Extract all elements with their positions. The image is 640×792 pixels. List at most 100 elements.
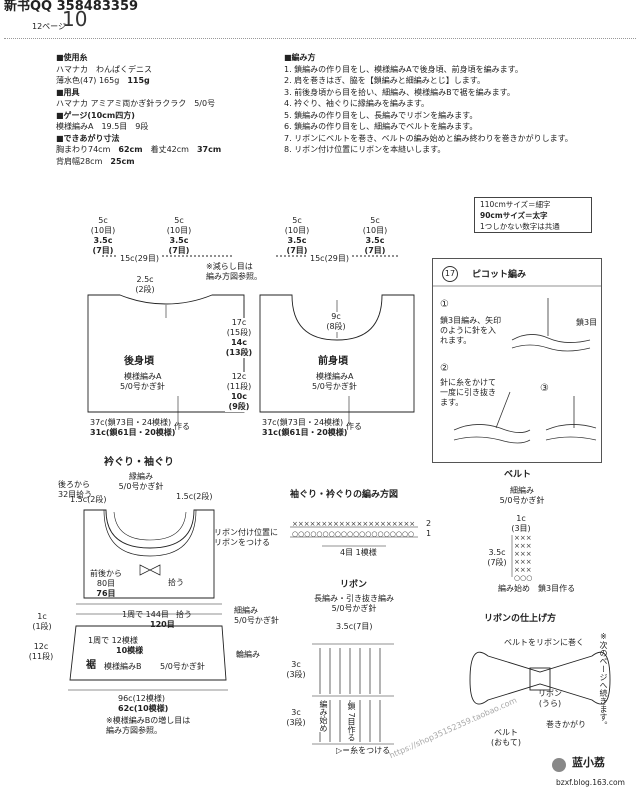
picot-step-1: 鎖3目編み、矢印のように針を入れます。: [440, 316, 502, 345]
picot-step-3-num: ③: [540, 383, 549, 394]
picot-step-2-num: ②: [440, 363, 449, 374]
front-shoulder-left: 5c(10目) 3.5c(7目): [284, 216, 310, 255]
round-1-pick: 拾う: [176, 610, 192, 619]
picot-step-2: 針に糸をかけて一度に引き抜きます。: [440, 378, 496, 407]
book-title: 新书QQ 358483359: [4, 0, 139, 14]
instruction-step: 2. 肩を巻きはぎ、脇を【鎖編みと細編みとじ】します。: [284, 76, 485, 85]
picot-step-1-label: 鎖3目: [576, 318, 598, 327]
assembly-side-right: 1.5c(2段): [176, 492, 213, 501]
instructions-title: ■編み方: [284, 53, 316, 62]
skirt-pattern: 模様編みB: [104, 662, 142, 671]
back-pattern: 模様編みA: [124, 372, 162, 381]
ribbon-width: 3.5c(7目): [336, 622, 373, 631]
back-decrease-note: ※減らし目は編み方図参照。: [206, 262, 262, 281]
skirt-border: 輪編み: [236, 650, 260, 659]
picot-box: [432, 258, 602, 463]
belt-width: 1c(3目): [511, 514, 531, 533]
footer-brand: 蓝小荔: [572, 756, 605, 769]
finish-belt-note: ベルトをリボンに巻く: [504, 638, 584, 647]
svg-text:×××: ×××: [514, 534, 532, 542]
edge-chart-title: 袖ぐり・衿ぐりの編み方図: [290, 490, 399, 500]
svg-text:○○○○○○○○○○○○○○○○○○○○: ○○○○○○○○○○○○○○○○○○○○: [292, 530, 414, 538]
svg-text:○○○: ○○○: [514, 574, 532, 582]
front-body-name: 前身頃: [318, 356, 348, 367]
tools-line: ハマナカ アミアミ両かぎ針ラクラク 5/0号: [56, 99, 216, 108]
back-upper-height: 17c(15段) 14c(13段): [225, 318, 253, 358]
skirt-bottom-width: 96c(12模様)62c(10模様): [118, 694, 169, 713]
front-shoulder-right: 5c(10目) 3.5c(7目): [362, 216, 388, 255]
assembly-pick-label: 拾う: [168, 578, 184, 587]
instruction-step: 8. リボン付け位置にリボンを本縫いします。: [284, 145, 446, 154]
legend-line: 1つしかない数字は共通: [480, 222, 560, 231]
picot-step-1-num: ①: [440, 299, 449, 310]
assembly-title: 衿ぐり・袖ぐり: [104, 457, 174, 468]
skirt-side-1c: 1c(1段): [32, 612, 52, 631]
gauge-line: 模様編みA 19.5目 9段: [56, 122, 149, 131]
instruction-step: 3. 前後身頃から目を拾い、細編み、模様編みBで裾を編みます。: [284, 87, 515, 97]
yarn-name: ハマナカ わんぱくデニス: [56, 64, 152, 74]
belt-height: 3.5c(7段): [487, 548, 507, 567]
yarn-title: ■使用糸: [56, 53, 88, 62]
back-width-bottom: 37c(鎖73目・24模様)31c(鎖61目・20模様): [90, 418, 176, 437]
ribbon-chain: 鎖 7目作る: [346, 702, 356, 742]
back-make: 作る: [174, 422, 190, 431]
instruction-step: 4. 衿ぐり、袖ぐりに縁編みを編みます。: [284, 99, 430, 108]
picot-title: ピコット編み: [472, 270, 527, 280]
tools-title: ■用具: [56, 87, 80, 97]
finish-ribbon-back: リボン(うら): [538, 689, 562, 708]
front-pattern: 模様編みA: [316, 372, 354, 381]
ribbon-title: リボン: [340, 580, 368, 590]
skirt-side-12c: 12c(11段): [28, 642, 54, 661]
finish-title: リボンの仕上げ方: [484, 614, 557, 624]
picot-number: 17: [442, 266, 458, 282]
edge-chart-row-1: 1: [426, 529, 432, 538]
front-width-bottom: 37c(鎖73目・24模様)31c(鎖61目・20模様): [262, 418, 348, 437]
front-width-top: 15c(29目): [308, 254, 351, 264]
footer-site: bzxf.blog.163.com: [556, 778, 625, 787]
page-label: 12ページ: [32, 22, 67, 31]
header-divider: [4, 38, 636, 39]
belt-start: 編み始め 鎖3目作る: [498, 584, 576, 593]
edge-chart-repeat: 4目 1模様: [340, 548, 377, 557]
svg-text:×××: ×××: [514, 566, 532, 574]
instruction-step: 5. 鎖編みの作り目をし、長編みでリボンを編みます。: [284, 110, 478, 120]
front-make: 作る: [346, 422, 362, 431]
materials-block: ■使用糸 ハマナカ わんぱくデニス 薄水色(47) 165g 115g ■用具 …: [56, 52, 221, 167]
size-line-2: 背肩幅28cm 25cm: [56, 156, 135, 166]
finish-next-note: ※次のページへ続きます。: [599, 632, 608, 729]
svg-text:×××××××××××××××××××××: ×××××××××××××××××××××: [292, 520, 415, 528]
ribbon-thread: ▷＝糸をつける: [336, 746, 391, 755]
skirt-name: 裾: [86, 660, 96, 671]
svg-text:×××: ×××: [514, 542, 532, 550]
ribbon-position-note: リボン付け位置にリボンをつける: [214, 528, 278, 547]
svg-text:×××: ×××: [514, 550, 532, 558]
back-shoulder-right: 5c(10目) 3.5c(7目): [166, 216, 192, 255]
instruction-step: 6. 鎖編みの作り目をし、細編みでベルトを編みます。: [284, 122, 478, 131]
front-neck: 9c(8段): [322, 312, 350, 332]
back-neck: 2.5c(2段): [135, 275, 155, 294]
gauge-title: ■ゲージ(10cm四方): [56, 110, 135, 120]
finish-belt-front: ベルト(おもて): [491, 728, 521, 747]
svg-text:×××: ×××: [514, 558, 532, 566]
skirt-increase-note: ※模様編みBの増し目は編み方図参照。: [106, 716, 191, 735]
ribbon-start: 編み始め: [318, 700, 328, 732]
back-width-top: 15c(29目): [118, 254, 161, 264]
back-shoulder-left: 5c(10目) 3.5c(7目): [90, 216, 116, 255]
instruction-step: 1. 鎖編みの作り目をし、模様編みAで後身頃、前身頃を編みます。: [284, 64, 523, 74]
yarn-amount: 薄水色(47) 165g 115g: [56, 76, 150, 85]
legend-line: 90cmサイズ＝太字: [480, 211, 548, 220]
finish-sew: 巻きかがり: [546, 720, 586, 729]
belt-title: ベルト: [504, 470, 532, 480]
instructions-block: ■編み方 1. 鎖編みの作り目をし、模様編みAで後身頃、前身頃を編みます。 2.…: [284, 52, 573, 156]
assembly-side-left: 1.5c(2段): [70, 495, 107, 504]
back-hook: 5/0号かぎ針: [120, 382, 165, 391]
legend-line: 110cmサイズ＝細字: [480, 200, 551, 209]
edge-chart-row-2: 2: [426, 519, 432, 528]
